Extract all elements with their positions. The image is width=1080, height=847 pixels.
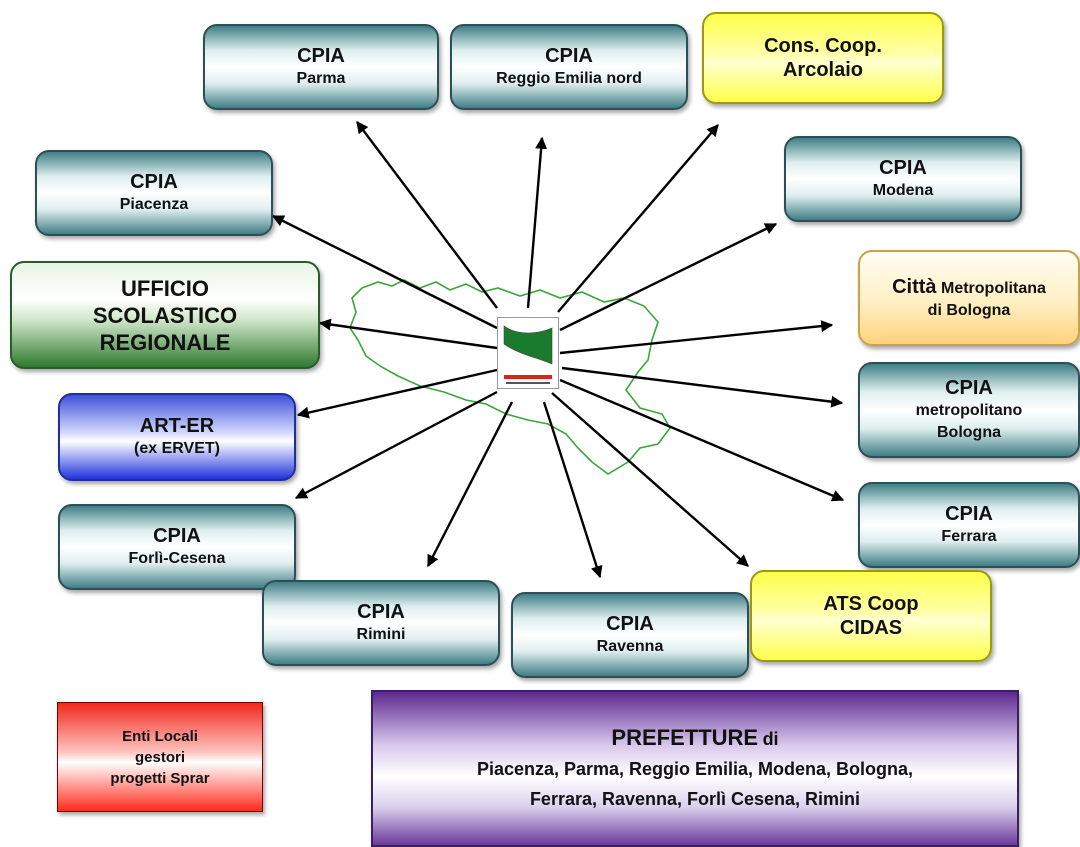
- node-line1: CPIA: [153, 525, 201, 547]
- node-line2: di Bologna: [927, 301, 1011, 319]
- arrow-to-forli: [294, 390, 498, 500]
- node-line3: REGIONALE: [99, 329, 231, 355]
- arrow-to-cpia-bologna: [561, 366, 844, 408]
- node-citta-metropolitana-bologna: Città Metropolitana di Bologna: [858, 250, 1080, 346]
- node-ufficio-scolastico-regionale: UFFICIO SCOLASTICO REGIONALE: [10, 261, 320, 369]
- node-line1: CPIA: [606, 613, 654, 635]
- node-line1-rest: Metropolitana: [941, 279, 1046, 297]
- arrow-to-ravenna: [542, 401, 603, 579]
- region-emblem-icon: [503, 325, 553, 384]
- arrow-to-citta: [559, 320, 834, 355]
- region-logo: [497, 317, 559, 389]
- node-ats-coop-cidas: ATS Coop CIDAS: [750, 570, 992, 662]
- node-line1: Cons. Coop.: [764, 35, 882, 57]
- arrow-to-modena: [559, 222, 778, 332]
- node-cpia-rimini: CPIA Rimini: [262, 580, 500, 666]
- node-cpia-reggio-emilia-nord: CPIA Reggio Emilia nord: [450, 24, 688, 110]
- node-cpia-parma: CPIA Parma: [203, 24, 439, 110]
- node-line2: CIDAS: [839, 617, 903, 639]
- node-cpia-piacenza: CPIA Piacenza: [35, 150, 273, 236]
- arrow-to-rimini: [426, 401, 514, 568]
- node-line2: Reggio Emilia nord: [496, 70, 642, 87]
- node-enti-locali-sprar: Enti Locali gestori progetti Sprar: [57, 702, 263, 812]
- node-cpia-modena: CPIA Modena: [784, 136, 1022, 222]
- arrow-to-ferrara: [559, 378, 845, 502]
- arrow-to-parma: [356, 121, 498, 309]
- node-title: PREFETTURE: [611, 725, 759, 750]
- node-line1: Città Metropolitana: [892, 275, 1046, 300]
- node-line2: Forlì-Cesena: [128, 550, 226, 567]
- node-line1: CPIA: [945, 377, 993, 399]
- node-line1: ATS Coop: [823, 593, 919, 615]
- node-line1: CPIA: [130, 171, 178, 193]
- node-line2: (ex ERVET): [134, 440, 220, 457]
- node-title-suffix: di: [762, 729, 779, 749]
- node-line2: metropolitano: [915, 402, 1023, 419]
- node-line1: CPIA: [297, 45, 345, 67]
- node-title-row: PREFETTURE di: [611, 723, 778, 754]
- node-line1: CPIA: [879, 157, 927, 179]
- node-cpia-metropolitano-bologna: CPIA metropolitano Bologna: [858, 362, 1080, 458]
- node-line1: Enti Locali: [122, 727, 198, 745]
- node-line1-bold: Città: [892, 275, 937, 298]
- node-line3: progetti Sprar: [110, 769, 210, 787]
- node-cpia-forli-cesena: CPIA Forlì-Cesena: [58, 504, 296, 590]
- node-line2: Modena: [872, 182, 934, 199]
- node-line2: Piacenza: [119, 196, 189, 213]
- node-line1: CPIA: [945, 503, 993, 525]
- node-line2: gestori: [134, 748, 185, 766]
- node-line3: Ferrara, Ravenna, Forlì Cesena, Rimini: [529, 789, 861, 809]
- node-line1: UFFICIO: [121, 275, 209, 301]
- node-line2: Ferrara: [941, 528, 997, 545]
- arrow-to-arcolaio: [557, 124, 719, 313]
- node-line2: Ravenna: [596, 638, 664, 655]
- node-cons-coop-arcolaio: Cons. Coop. Arcolaio: [702, 12, 944, 104]
- arrow-to-reggio: [526, 136, 548, 309]
- node-line1: CPIA: [357, 601, 405, 623]
- arrow-to-arter: [296, 368, 498, 419]
- node-line1: CPIA: [545, 45, 593, 67]
- node-line2: Parma: [296, 70, 346, 87]
- node-line1: ART-ER: [139, 415, 215, 437]
- arrow-to-cidas: [551, 392, 749, 567]
- node-line2: Rimini: [356, 626, 406, 643]
- arrow-to-piacenza: [271, 214, 498, 330]
- node-line3: Bologna: [937, 424, 1001, 441]
- node-line2: SCOLASTICO: [92, 302, 238, 328]
- arrow-to-usr: [318, 318, 498, 350]
- node-line2: Piacenza, Parma, Reggio Emilia, Modena, …: [476, 759, 914, 779]
- node-line2: Arcolaio: [782, 59, 864, 81]
- region-outline: [349, 279, 671, 475]
- node-cpia-ravenna: CPIA Ravenna: [511, 592, 749, 678]
- node-prefetture: PREFETTURE di Piacenza, Parma, Reggio Em…: [371, 690, 1019, 847]
- node-art-er: ART-ER (ex ERVET): [58, 393, 296, 481]
- node-cpia-ferrara: CPIA Ferrara: [858, 482, 1080, 568]
